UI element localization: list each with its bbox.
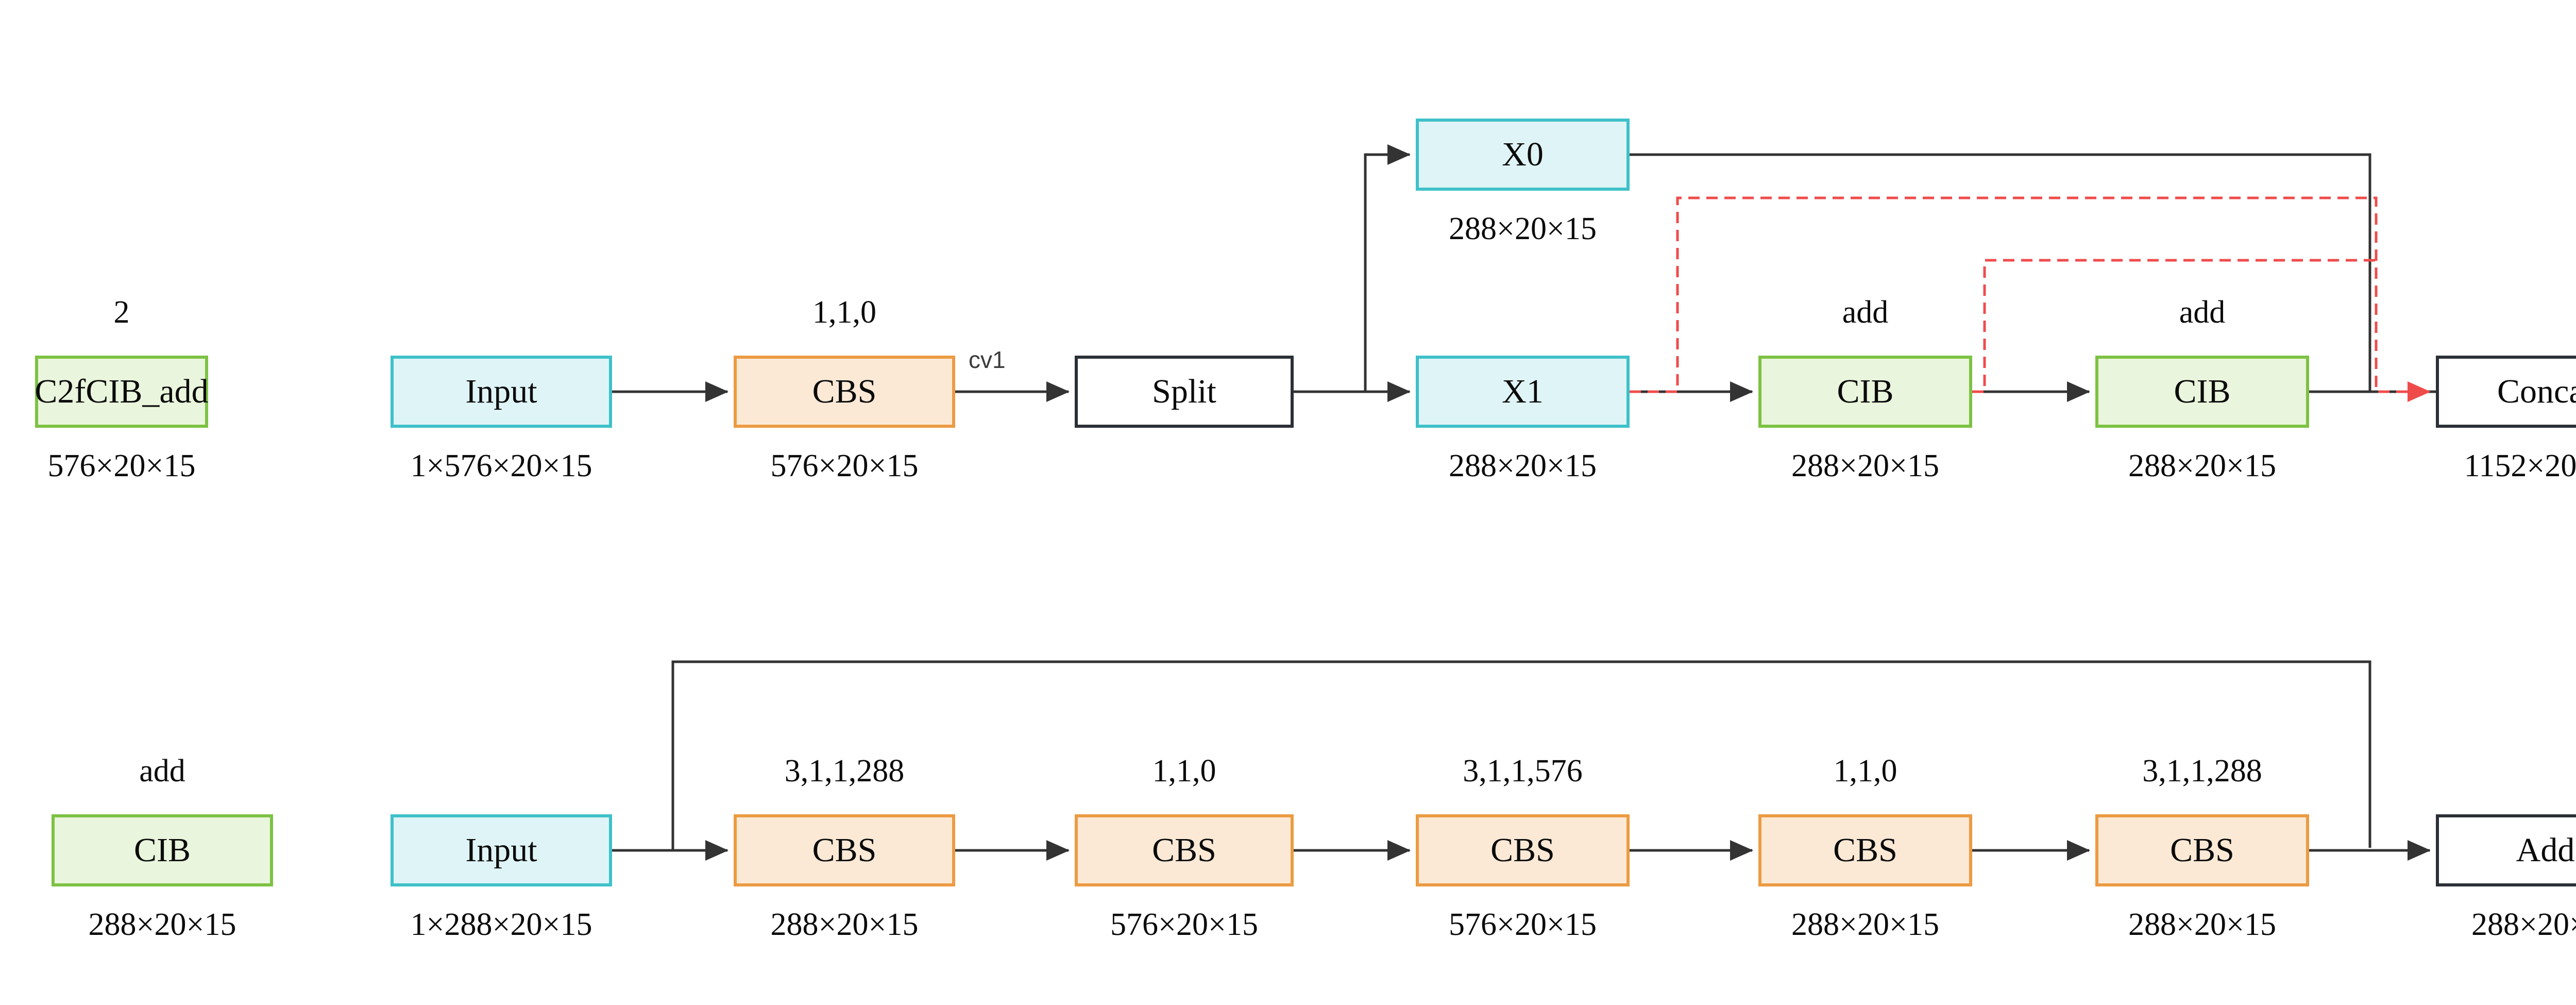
top-cbs-cv1-param-label: 1,1,0 <box>812 295 876 330</box>
bottom-cbs-1-param-label: 3,1,1,288 <box>784 753 905 789</box>
x1-label: X1 <box>1502 373 1544 410</box>
cib-2-shape-label: 288×20×15 <box>2128 448 2276 483</box>
x0: X0 <box>1416 119 1630 191</box>
legend-cib-label: CIB <box>133 831 191 869</box>
bottom-cbs-1: CBS <box>734 814 955 886</box>
bottom-cbs-5-shape-label: 288×20×15 <box>2128 907 2276 942</box>
cib-1-label: CIB <box>1837 373 1894 410</box>
legend-c2fcib-add-param-label: 2 <box>113 295 130 330</box>
legend-c2fcib-add-shape-label: 576×20×15 <box>47 448 196 483</box>
bottom-cbs-3: CBS <box>1416 814 1630 886</box>
legend-cib: CIB <box>52 814 273 886</box>
x1-shape-label: 288×20×15 <box>1449 448 1597 483</box>
concat-label: Concat <box>2497 373 2576 410</box>
add-op-label: Add <box>2516 831 2575 869</box>
bottom-cbs-5-param-label: 3,1,1,288 <box>2142 753 2262 789</box>
bottom-cbs-5: CBS <box>2095 814 2309 886</box>
cib-1: CIB <box>1758 356 1972 428</box>
cib-2-label: CIB <box>2174 373 2231 410</box>
legend-cib-shape-label: 288×20×15 <box>88 907 236 942</box>
split: Split <box>1075 356 1294 428</box>
bottom-cbs-2-param-label: 1,1,0 <box>1152 753 1216 789</box>
bottom-cbs-1-label: CBS <box>812 831 877 869</box>
top-input: Input <box>391 356 612 428</box>
red-skip-cib1-to-concat <box>1972 259 2376 393</box>
cib-1-param-label: add <box>1842 295 1889 330</box>
bottom-cbs-4-param-label: 1,1,0 <box>1833 753 1897 789</box>
top-cbs-cv1: CBS <box>734 356 955 428</box>
bottom-cbs-1-shape-label: 288×20×15 <box>770 907 919 942</box>
bottom-cbs-5-label: CBS <box>2170 831 2234 869</box>
top-cbs-cv1-shape-label: 576×20×15 <box>770 448 919 483</box>
wire-split-branch-to-x0 <box>1364 144 1411 392</box>
concat: Concat <box>2436 356 2576 428</box>
bottom-cbs-4: CBS <box>1758 814 1972 886</box>
split-label: Split <box>1152 373 1216 410</box>
cib-1-shape-label: 288×20×15 <box>1791 448 1939 483</box>
legend-cib-param-label: add <box>139 753 185 789</box>
top-input-label: Input <box>465 373 537 410</box>
add-op-shape-label: 288×20×15 <box>2471 907 2576 942</box>
wire-residual-skip-bottom <box>671 660 2371 850</box>
bottom-cbs-4-label: CBS <box>1833 831 1897 869</box>
x1: X1 <box>1416 356 1630 428</box>
bottom-cbs-3-param-label: 3,1,1,576 <box>1463 753 1583 789</box>
concat-shape-label: 1152×20×15 <box>2464 448 2576 483</box>
bottom-cbs-4-shape-label: 288×20×15 <box>1791 907 1939 942</box>
add-op: Add <box>2436 814 2576 886</box>
red-skip-x1-to-concat <box>1630 196 2431 402</box>
legend-c2fcib-add: C2fCIB_add <box>35 356 209 428</box>
top-input-shape-label: 1×576×20×15 <box>410 448 592 483</box>
bottom-cbs-3-shape-label: 576×20×15 <box>1449 907 1597 942</box>
legend-c2fcib-add-label: C2fCIB_add <box>35 373 209 410</box>
cib-2: CIB <box>2095 356 2309 428</box>
bottom-cbs-2: CBS <box>1075 814 1294 886</box>
x0-label: X0 <box>1502 136 1544 173</box>
bottom-input-label: Input <box>465 831 537 869</box>
wire-x0-to-concat <box>1630 153 2371 392</box>
bottom-cbs-3-label: CBS <box>1490 831 1555 869</box>
bottom-input-shape-label: 1×288×20×15 <box>410 907 592 942</box>
bottom-cbs-2-label: CBS <box>1152 831 1216 869</box>
bottom-input: Input <box>391 814 612 886</box>
top-cbs-cv1-label: CBS <box>812 373 877 410</box>
cib-2-param-label: add <box>2179 295 2226 330</box>
cv1-label: cv1 <box>969 346 1006 373</box>
bottom-cbs-2-shape-label: 576×20×15 <box>1110 907 1258 942</box>
x0-shape-label: 288×20×15 <box>1449 211 1597 246</box>
